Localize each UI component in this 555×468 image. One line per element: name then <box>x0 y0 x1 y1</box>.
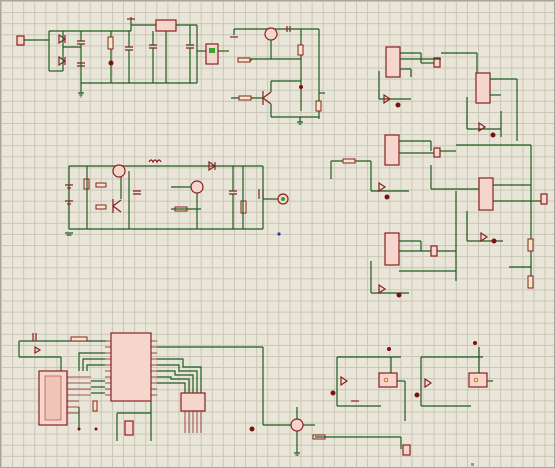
led-indicator <box>108 60 114 66</box>
dc-input-connector[interactable] <box>16 35 25 46</box>
resistor-r3 <box>237 57 251 63</box>
resistor-r6 <box>342 158 356 164</box>
relay-a[interactable] <box>385 46 401 78</box>
resistor-r7 <box>527 238 534 252</box>
mosfet-switch[interactable] <box>290 418 304 432</box>
relay-array-block <box>330 46 548 298</box>
output-header[interactable] <box>205 43 219 65</box>
resistor-u1 <box>70 336 88 342</box>
transistor-stage-block <box>230 26 325 125</box>
transistor-q2[interactable] <box>262 91 272 105</box>
terminal-a[interactable] <box>433 57 441 68</box>
relay-b[interactable] <box>475 72 491 104</box>
push-button[interactable] <box>124 420 134 436</box>
switch-output-terminal[interactable] <box>402 444 411 456</box>
filter-cap-1 <box>77 40 85 45</box>
resistor-r4 <box>238 95 252 101</box>
resistor-m2 <box>95 204 107 210</box>
relay-e[interactable] <box>384 232 400 266</box>
relay-c[interactable] <box>384 134 400 166</box>
rectifier-diode-2 <box>58 55 67 67</box>
transistor-m2[interactable] <box>112 199 122 213</box>
resistor-r2 <box>297 44 304 56</box>
terminal-e[interactable] <box>430 245 438 257</box>
transistor-q1[interactable] <box>264 27 278 41</box>
filter-cap-4 <box>149 44 157 49</box>
rectifier-diode-1 <box>58 33 67 45</box>
seven-segment-display[interactable] <box>180 392 206 412</box>
scroll-marker[interactable] <box>471 463 474 466</box>
resistor-r5 <box>315 100 322 112</box>
microcontroller-ic[interactable] <box>110 332 152 402</box>
diode-d1 <box>208 160 217 172</box>
inductor-l1 <box>148 159 162 164</box>
microcontroller-block <box>18 332 206 441</box>
mosfet-switch-block <box>157 346 411 456</box>
terminal-c[interactable] <box>433 147 441 158</box>
filter-cap-2 <box>77 62 85 67</box>
mosfet-m3[interactable] <box>190 180 204 194</box>
resistor-r8 <box>527 275 534 289</box>
voltage-regulator[interactable] <box>155 19 177 32</box>
motor-driver-block <box>65 159 289 236</box>
relay-d[interactable] <box>478 177 494 211</box>
mosfet-m1[interactable] <box>112 164 126 178</box>
resistor-r1 <box>107 36 114 50</box>
resistor-u2 <box>92 400 98 412</box>
terminal-d[interactable] <box>540 193 548 205</box>
filter-cap-3 <box>125 46 133 51</box>
power-supply-block <box>16 17 229 98</box>
output-cap <box>186 44 194 49</box>
relay-pair-block <box>330 341 493 421</box>
resistor-m3 <box>95 182 107 188</box>
